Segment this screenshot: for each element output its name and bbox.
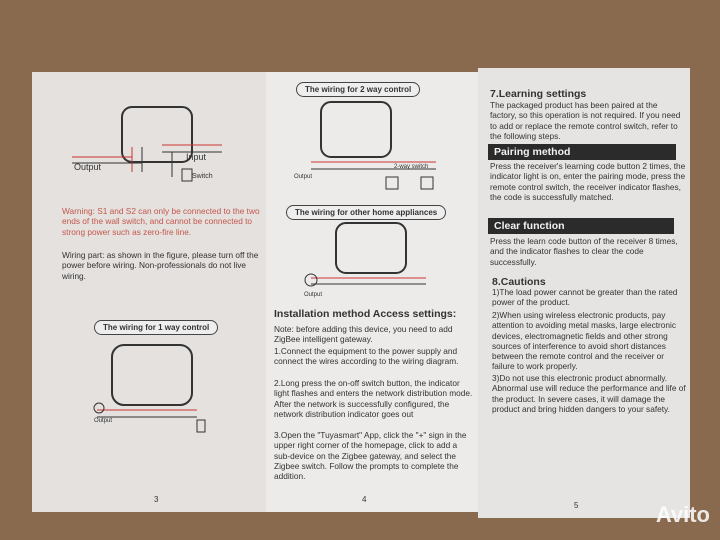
caution-1: 1)The load power cannot be greater than … (492, 287, 678, 308)
wiring-diagram-appliances (304, 222, 426, 287)
wiring-diagram-1way (93, 344, 206, 433)
learning-text: The packaged product has been paired at … (490, 100, 681, 141)
two-way-switch-label: 2-way switch (394, 164, 429, 170)
output-label-2way: Output (294, 174, 313, 180)
caution-2: 2)When using wireless electronic product… (492, 310, 677, 372)
avito-watermark: Avito (655, 502, 710, 527)
installation-heading: Installation method Access settings: (274, 308, 457, 320)
manual-page-3: Output Input Switch Warning: S1 and S2 c… (32, 72, 270, 512)
step-1: 1.Connect the equipment to the power sup… (274, 346, 459, 367)
caution-3: 3)Do not use this electronic product abn… (492, 373, 686, 414)
note-text: Note: before adding this device, you nee… (274, 324, 453, 345)
clear-text: Press the learn code button of the recei… (490, 236, 678, 267)
page-number: 4 (362, 495, 367, 504)
manual-page-4: The wiring for 2 way control Output 2-wa… (266, 72, 480, 512)
pairing-title: Pairing method (488, 144, 676, 160)
title-other-appliances: The wiring for other home appliances (286, 205, 447, 220)
step-3: 3.Open the "Tuyasmart" App, click the "+… (274, 430, 467, 482)
manual-page-5: 7.Learning settings The packaged product… (478, 68, 690, 518)
page-number: 3 (154, 495, 159, 504)
wiring-text: Wiring part: as shown in the figure, ple… (62, 250, 259, 281)
clear-title: Clear function (488, 218, 674, 234)
learning-title: 7.Learning settings (490, 88, 587, 100)
switch-label: Switch (192, 173, 213, 180)
page-number: 5 (574, 501, 579, 510)
input-label: Input (186, 152, 207, 162)
wiring-diagram-2way (311, 101, 436, 190)
output-label-1way: Output (94, 418, 113, 424)
warning-text: Warning: S1 and S2 can only be connected… (62, 206, 260, 237)
title-2way: The wiring for 2 way control (296, 82, 421, 97)
output-label: Output (74, 162, 102, 172)
cautions-title: 8.Cautions (492, 276, 546, 288)
output-label-appliances: Output (304, 292, 323, 298)
wiring-diagram-top (72, 106, 222, 182)
step-2: 2.Long press the on-off switch button, t… (274, 378, 473, 419)
title-1way: The wiring for 1 way control (94, 320, 219, 335)
pairing-text: Press the receiver's learning code butto… (490, 161, 686, 202)
